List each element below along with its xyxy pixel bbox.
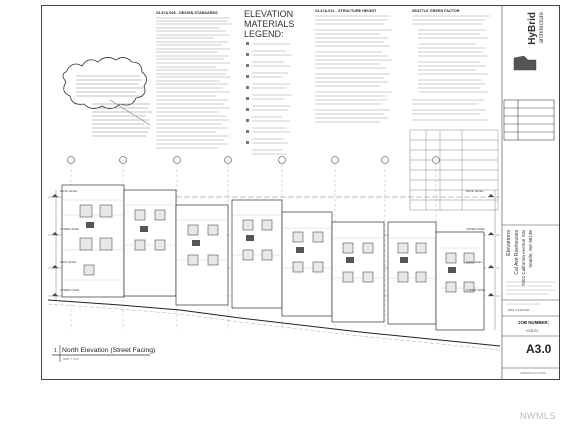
sheet-border — [41, 5, 560, 380]
elevation-callout — [52, 345, 150, 362]
left-notes-text-lines — [92, 103, 152, 137]
level-label-main-right: MAIN LEVEL — [466, 260, 483, 264]
dark-accent-panels — [86, 222, 456, 273]
green-factor-text-lines — [412, 15, 490, 121]
watermark: NWMLS — [520, 411, 556, 421]
dpd-number: DPD # 6427200 — [508, 308, 530, 312]
callout-number: 1 — [54, 348, 57, 354]
firm-subtitle: architecture — [539, 12, 545, 44]
sheet-number: A3.0 — [526, 342, 552, 356]
windows — [79, 204, 475, 293]
level-label-lower-left: LOWER LEVEL — [60, 288, 80, 292]
project-name: Elevations — [506, 230, 512, 256]
level-label-lower-right: LOWER LEVEL — [466, 288, 486, 292]
legend-text-lines — [252, 43, 292, 155]
level-label-roof-left: ROOF LEVEL — [60, 189, 78, 193]
elevation-scale: 3/16" = 1'-0" — [63, 357, 80, 361]
grade-line — [47, 299, 501, 347]
green-factor-title: SEATTLE GREEN FACTOR — [412, 9, 460, 13]
title-block-text-lines — [506, 281, 556, 305]
level-markers — [52, 194, 494, 296]
legend-title-line-1: ELEVATION — [244, 9, 294, 19]
grid-bubbles — [67, 156, 440, 164]
level-label-upper-right: UPPER LEVEL — [466, 227, 486, 231]
height-block-title: 23.47A.012 - STRUCTURE HEIGHT — [315, 9, 377, 13]
siding-hatch — [62, 199, 484, 289]
legend-title-line-3: LEGEND: — [244, 29, 284, 39]
height-notes-text-lines — [315, 15, 392, 123]
rowhouse-elevations — [61, 184, 485, 331]
elevation-title: North Elevation (Street Facing) — [62, 347, 156, 354]
title-block — [501, 5, 560, 380]
legend-number-markers — [246, 42, 249, 144]
level-label-roof-right: ROOF LEVEL — [466, 189, 484, 193]
project-city: Seattle, WA 98136 — [528, 230, 533, 268]
code-block-title: 23.47A.008 - DESIGN STANDARDS — [156, 11, 218, 15]
existing-grade-line — [47, 303, 501, 351]
green-factor-table — [409, 129, 499, 211]
firm-name: HyBrid — [527, 12, 538, 45]
dimension-ticks — [53, 190, 496, 330]
project-subtitle: Cal Ave Rowhouses — [514, 230, 520, 275]
legend-title: ELEVATION MATERIALS LEGEND: — [244, 9, 294, 39]
legend-title-line-2: MATERIALS — [244, 19, 295, 29]
date-stamp: 7/29/2015 4:47:16 PM — [520, 372, 546, 375]
job-number-value: HYB-S1 — [526, 329, 539, 333]
job-number-label: JOB NUMBER: — [518, 320, 549, 325]
revision-cloud-text-lines — [76, 75, 144, 97]
revision-cloud — [62, 57, 147, 109]
level-label-main-left: MAIN LEVEL — [60, 260, 77, 264]
state-outline-logo — [513, 55, 537, 71]
code-notes-text-lines — [156, 17, 232, 149]
project-address: 7002 California Avenue SW — [521, 230, 526, 287]
level-label-upper-left: UPPER LEVEL — [60, 227, 80, 231]
